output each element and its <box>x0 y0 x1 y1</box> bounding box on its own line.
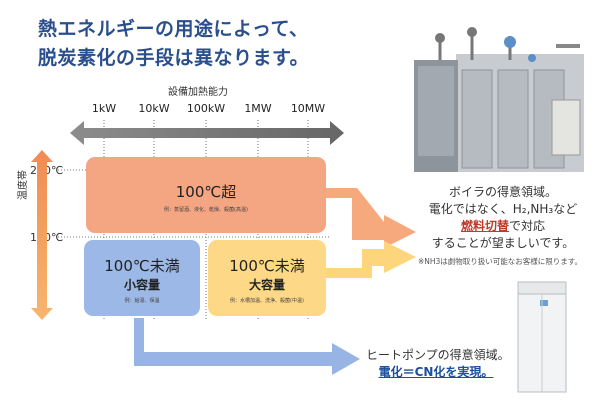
low-large-to-boiler-arrow <box>326 241 416 278</box>
boiler-note: ※NH3は劇物取り扱い可能なお客様に限ります。 <box>418 257 583 266</box>
heatpump-line-2: 電化＝CN化を実現。 <box>378 365 494 379</box>
low-small-to-heatpump-arrow <box>134 318 360 375</box>
boiler-line-3: 燃料切替で対応 <box>410 217 596 234</box>
boiler-line-1: ボイラの得意領域。 <box>448 185 557 199</box>
capacity-tick-100kw: 100kW <box>186 102 226 115</box>
capacity-tick-1kw: 1kW <box>91 102 117 115</box>
capacity-tick-10mw: 10MW <box>290 102 326 115</box>
box-low-small-example: 例：給湯、保温 <box>124 298 160 304</box>
heatpump-description: ヒートポンプの得意領域。 電化＝CN化を実現。 <box>366 346 510 380</box>
temperature-axis-arrow <box>31 150 53 320</box>
box-low-small-title: 100℃未満 <box>104 257 180 275</box>
heatpump-line-1: ヒートポンプの得意領域。 <box>366 348 510 362</box>
capacity-axis-title: 設備加熱能力 <box>168 87 228 98</box>
capacity-tick-10kw: 10kW <box>138 102 170 115</box>
box-low-large-example: 例：水槽加温、洗浄、殺菌(中温) <box>230 298 304 304</box>
capacity-tick-1mw: 1MW <box>244 102 272 115</box>
temperature-gridlines <box>58 169 330 238</box>
box-high-title: 100℃超 <box>175 183 237 201</box>
box-high-temperature: 100℃超 例：蒸留酒、液化、乾燥、殺菌(高温) <box>86 157 326 233</box>
heading-line-2: 脱炭素化の手段は異なります。 <box>38 47 310 69</box>
boiler-line-2: 電化ではなく、H₂,NH₃など <box>428 202 578 216</box>
boiler-line-4: することが望ましいです。 <box>431 236 575 250</box>
box-low-large: 100℃未満 大容量 例：水槽加温、洗浄、殺菌(中温) <box>208 240 326 316</box>
heat-pump-illustration <box>517 281 567 393</box>
boiler-description: ボイラの得意領域。 電化ではなく、H₂,NH₃など 燃料切替で対応 することが望… <box>410 183 596 251</box>
box-low-small: 100℃未満 小容量 例：給湯、保温 <box>84 240 200 316</box>
boiler-fuel-switch-highlight: 燃料切替 <box>460 219 509 233</box>
heading-line-1: 熱エネルギーの用途によって、 <box>38 18 309 40</box>
box-low-large-subtitle: 大容量 <box>248 278 285 292</box>
box-low-small-subtitle: 小容量 <box>123 278 160 292</box>
boiler-illustration <box>414 27 584 172</box>
capacity-axis-arrow <box>70 121 344 145</box>
box-low-large-title: 100℃未満 <box>229 257 305 275</box>
boiler-line-3-rest: で対応 <box>509 219 546 233</box>
box-high-example: 例：蒸留酒、液化、乾燥、殺菌(高温) <box>164 207 248 213</box>
